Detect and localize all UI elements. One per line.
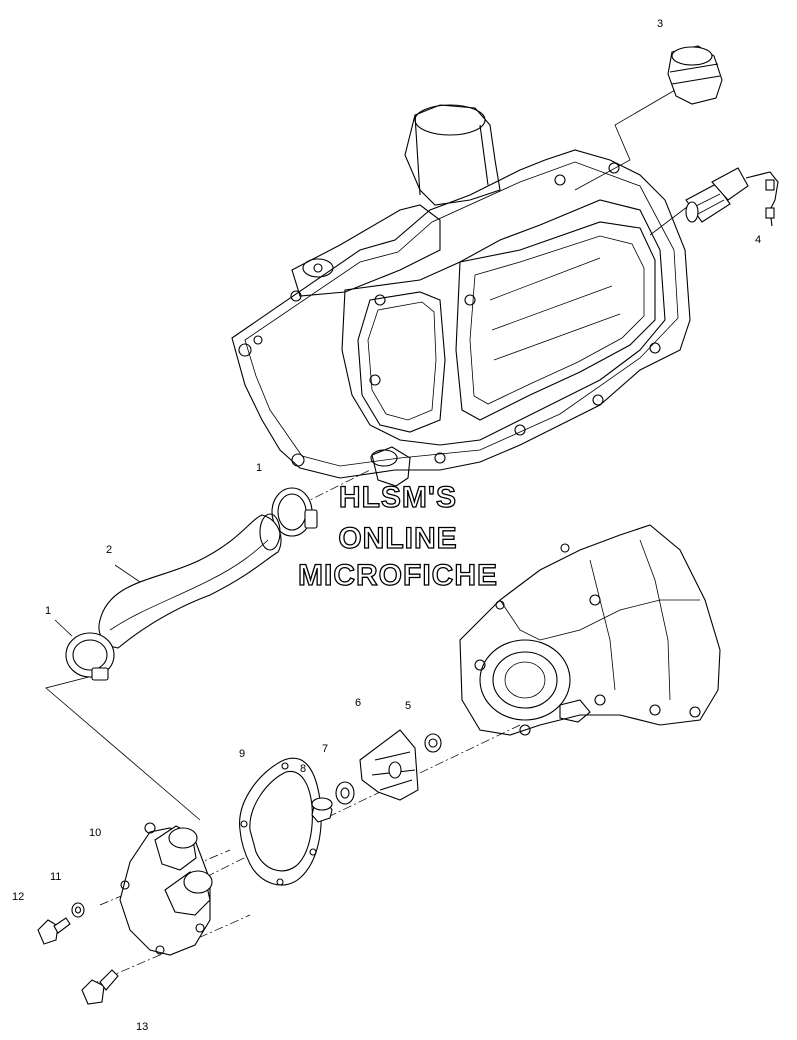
part-10-water-pump-cover	[119, 822, 213, 956]
callout-13: 13	[136, 1021, 148, 1033]
callout-1-upper: 1	[256, 462, 262, 474]
watermark-line-2: ONLINE	[338, 522, 457, 555]
part-7-washer	[335, 781, 355, 805]
part-9-gasket	[239, 757, 322, 886]
part-1-hose-clamp-upper	[271, 487, 318, 537]
callout-8: 8	[300, 763, 306, 775]
callout-4: 4	[755, 234, 761, 246]
callout-3: 3	[657, 18, 663, 30]
callout-11: 11	[50, 871, 61, 883]
callout-1-lower: 1	[45, 605, 51, 617]
watermark-line-3: MICROFICHE	[298, 559, 498, 592]
part-5-seal	[424, 733, 442, 753]
part-1-hose-clamp-lower	[65, 632, 115, 681]
callout-10: 10	[89, 827, 101, 839]
part-3-fitting	[667, 45, 723, 105]
callout-7: 7	[322, 743, 328, 755]
part-11-washer	[71, 902, 85, 918]
part-8-plug	[311, 797, 333, 823]
watermark: HLSM'S ONLINE MICROFICHE	[297, 480, 498, 592]
callout-5: 5	[405, 700, 411, 712]
callout-12: 12	[12, 891, 24, 903]
watermark-line-1: HLSM'S	[339, 481, 457, 514]
crankcase-drawing	[459, 524, 721, 736]
cylinder-head-drawing	[231, 104, 691, 487]
part-4-temperature-sensor	[685, 167, 779, 227]
part-6-impeller	[359, 729, 419, 801]
part-2-coolant-hose	[98, 513, 282, 649]
callout-2: 2	[106, 544, 112, 556]
callout-labels: 3 4 1 2 1 6 5 7 9 8 10 11 12 13	[12, 18, 761, 1033]
callout-6: 6	[355, 697, 361, 709]
part-13-long-bolt	[81, 969, 119, 1005]
callout-9: 9	[239, 748, 245, 760]
part-12-bolt	[37, 917, 71, 945]
